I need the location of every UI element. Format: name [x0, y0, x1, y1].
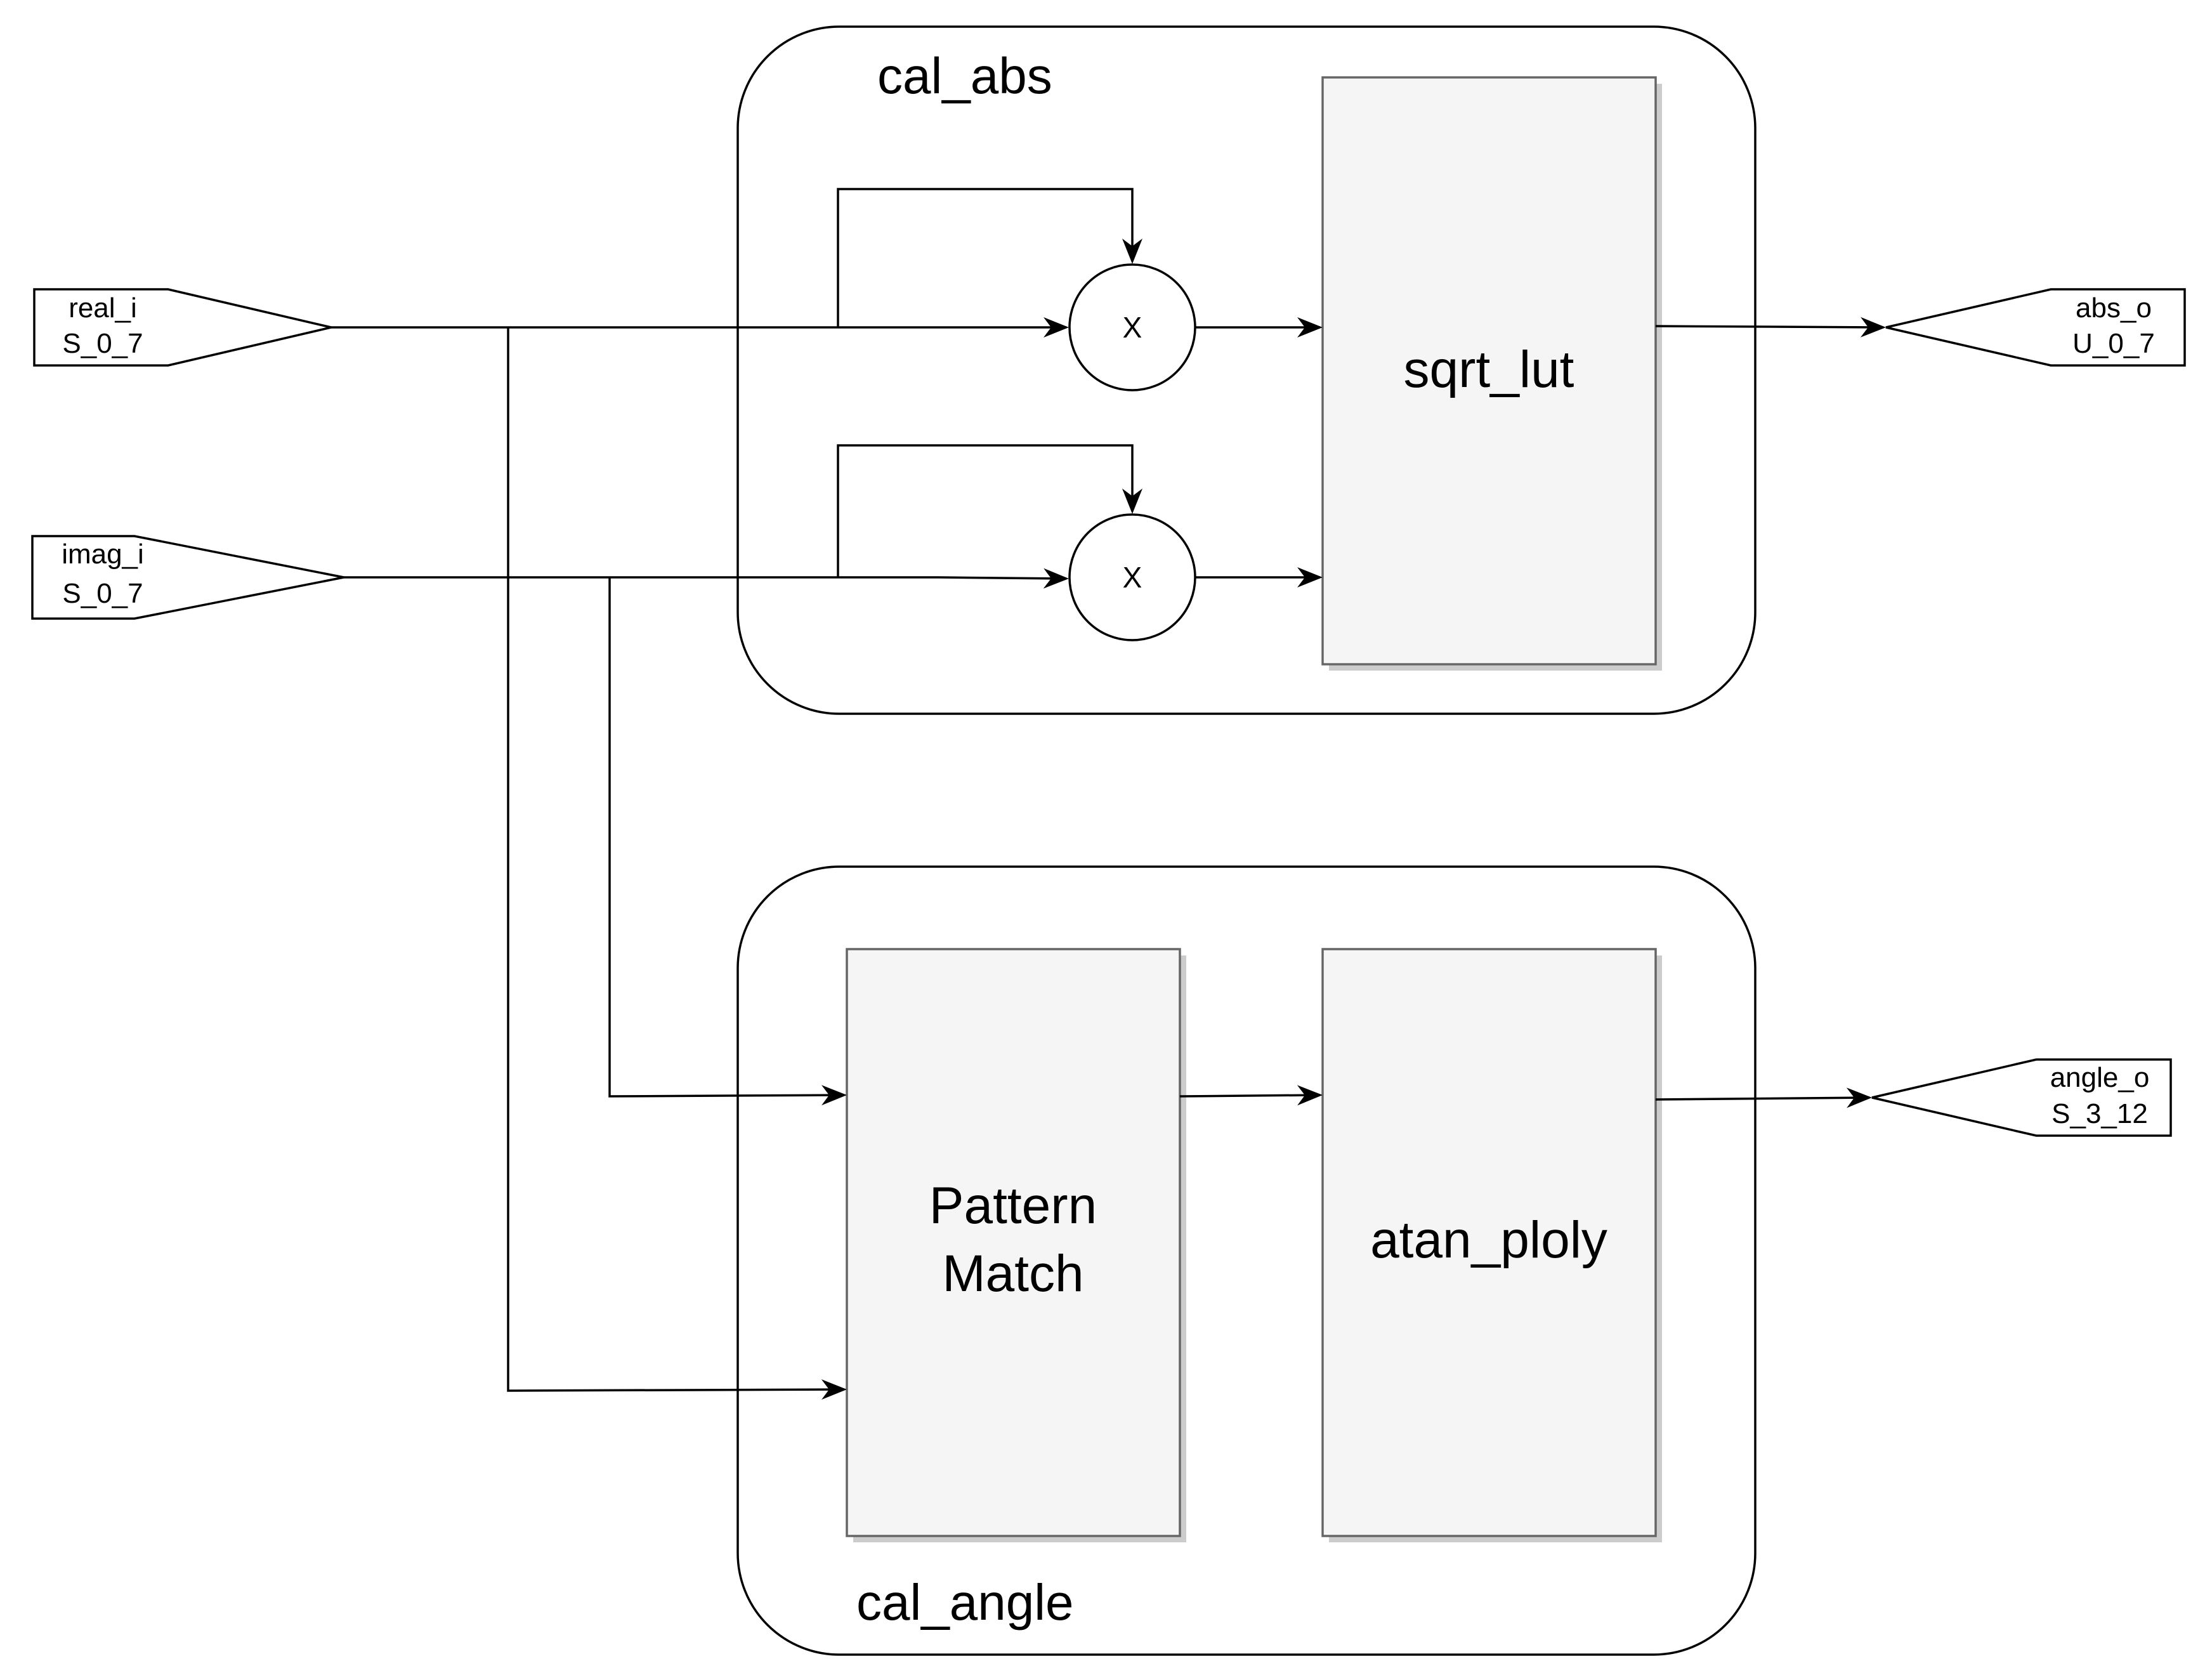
imag-i-port [31, 535, 344, 620]
cal-angle-label: cal_angle [856, 1574, 1074, 1631]
multiplier-imag-label: X [1123, 561, 1142, 594]
pattern-match-label-line1: Pattern [929, 1177, 1097, 1235]
imag-i-port-type: S_0_7 [62, 578, 143, 609]
atan-ploly-block [1321, 948, 1657, 1537]
real-i-port-type: S_0_7 [62, 328, 143, 359]
wire-imag-to-pattern-match [608, 577, 847, 1106]
wire-pattern-to-atan [1179, 1085, 1323, 1106]
real-i-port [33, 288, 332, 367]
sqrt-lut-label: sqrt_lut [1404, 341, 1574, 398]
wire-real-to-pattern-match [507, 327, 847, 1400]
wire-sqrt-to-abs-o [1655, 317, 1886, 338]
abs-o-port-type: U_0_7 [2072, 328, 2155, 359]
atan-ploly-label: atan_ploly [1370, 1211, 1607, 1269]
wire-atan-to-angle-o [1655, 1087, 1872, 1108]
wire-imag-to-mult [344, 568, 1069, 589]
angle-o-port-type: S_3_12 [2051, 1098, 2148, 1129]
imag-i-port-name: imag_i [62, 539, 144, 570]
abs-o-port [1885, 288, 2186, 367]
multiplier-real-label: X [1123, 311, 1142, 344]
pattern-match-block [846, 948, 1181, 1537]
angle-o-port-name: angle_o [2050, 1062, 2150, 1093]
wire-imag-square-loop [837, 444, 1142, 577]
cal-abs-label: cal_abs [877, 48, 1052, 104]
pattern-match-label-line2: Match [942, 1245, 1083, 1303]
wire-real-square-loop [837, 188, 1142, 327]
sqrt-lut-block [1321, 76, 1657, 666]
real-i-port-name: real_i [69, 292, 137, 324]
abs-o-port-name: abs_o [2076, 292, 2152, 324]
angle-o-port [1871, 1058, 2172, 1137]
